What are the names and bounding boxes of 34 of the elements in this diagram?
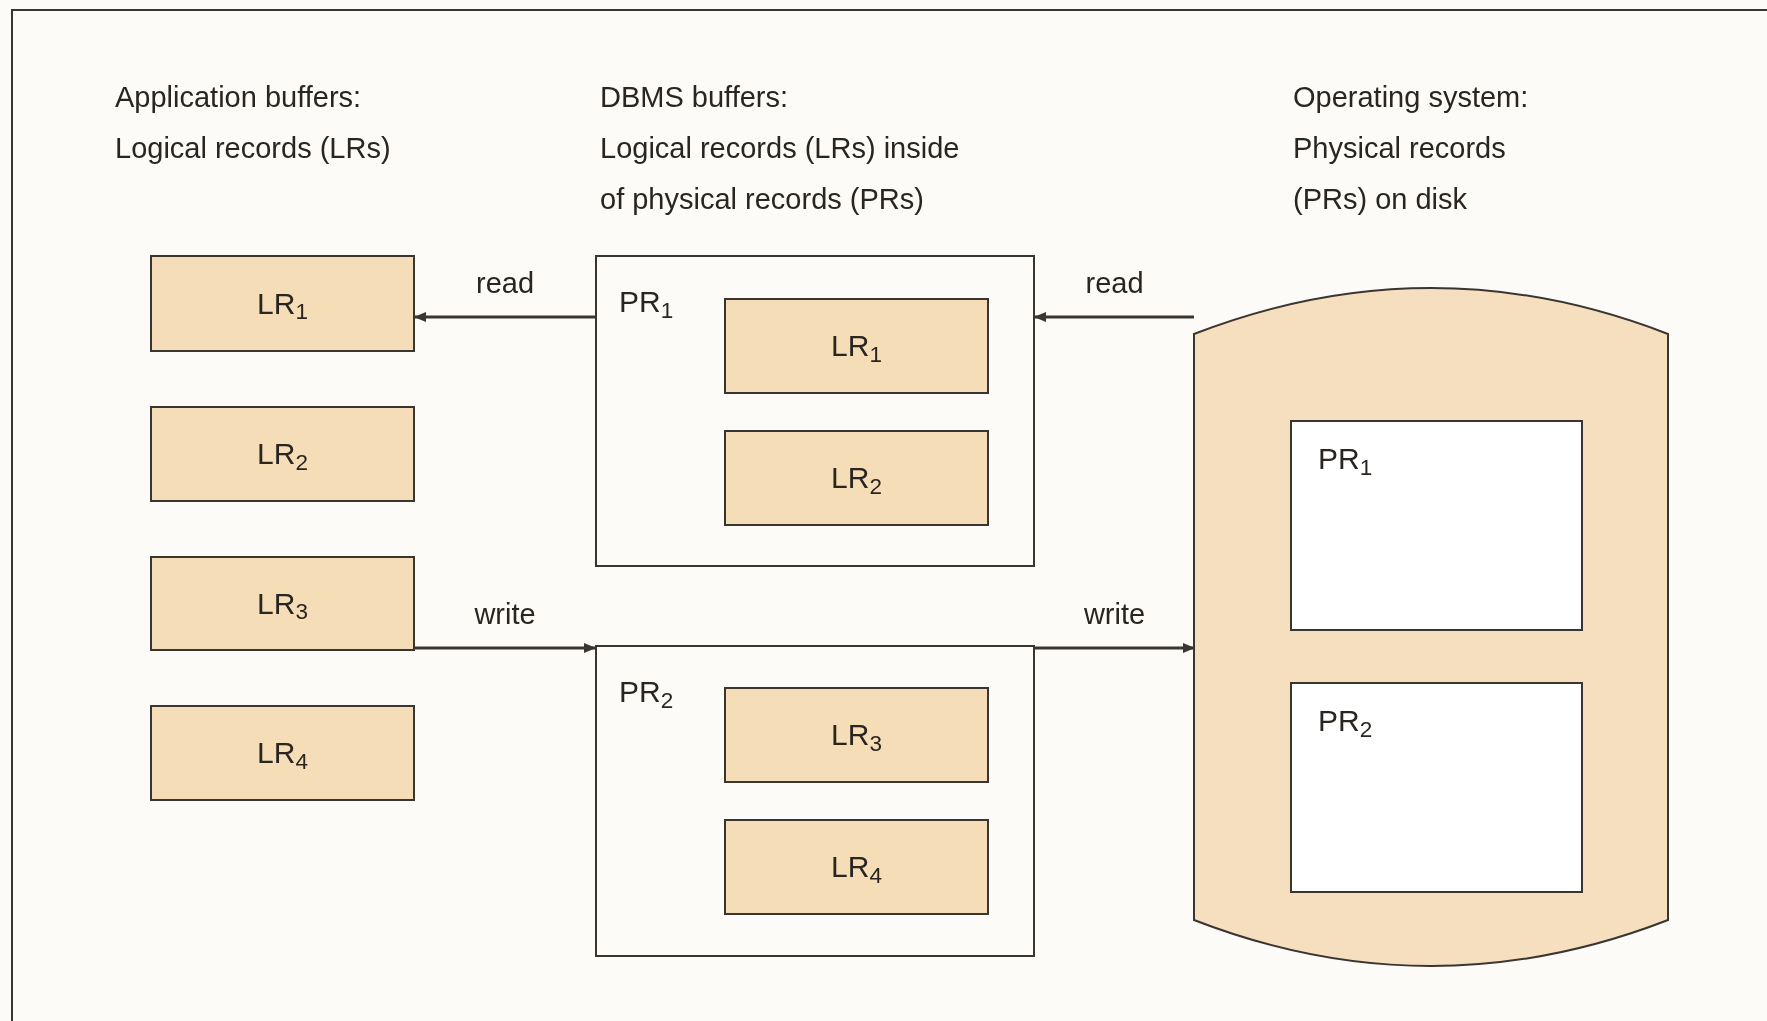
record-label: LR$_{4}$: [257, 738, 308, 768]
record-box: [724, 819, 989, 915]
record-label: LR$_{1}$: [831, 331, 882, 361]
record-box: [724, 687, 989, 783]
arrow: [415, 643, 596, 653]
record-box: [150, 705, 415, 801]
record-label: PR$_{1}$: [1318, 444, 1373, 474]
record-box: [150, 406, 415, 502]
record-label: LR$_{2}$: [257, 439, 308, 469]
record-label: PR$_{2}$: [619, 677, 674, 707]
column-heading: Application buffers:: [115, 80, 363, 115]
record-label: LR$_{3}$: [257, 588, 308, 619]
record-label: PR$_{1}$: [619, 287, 674, 317]
column-heading: DBMS buffers:: [600, 80, 790, 115]
disk-record-box: [1290, 420, 1583, 631]
column-heading: Logical records (LRs) inside of physical records (PRs): [600, 131, 960, 217]
column-heading: Logical records (LRs): [115, 131, 392, 166]
column-heading: Operating system:: [1293, 80, 1530, 115]
record-label: LR$_{4}$: [831, 852, 882, 882]
record-label: PR$_{2}$: [1318, 706, 1373, 736]
arrow: [1034, 312, 1194, 322]
record-box: [150, 255, 415, 352]
record-box: [724, 430, 989, 526]
arrow: [1035, 643, 1195, 653]
record-box: [724, 298, 989, 394]
buffer-box: [595, 645, 1035, 957]
record-box: [150, 556, 415, 651]
arrow: [414, 312, 595, 322]
record-label: LR$_{1}$: [257, 288, 308, 319]
buffer-box: [595, 255, 1035, 567]
column-heading: Physical records (PRs) on disk: [1293, 131, 1507, 217]
record-label: LR$_{3}$: [831, 720, 882, 750]
disk-record-box: [1290, 682, 1583, 893]
record-label: LR$_{2}$: [831, 463, 882, 493]
